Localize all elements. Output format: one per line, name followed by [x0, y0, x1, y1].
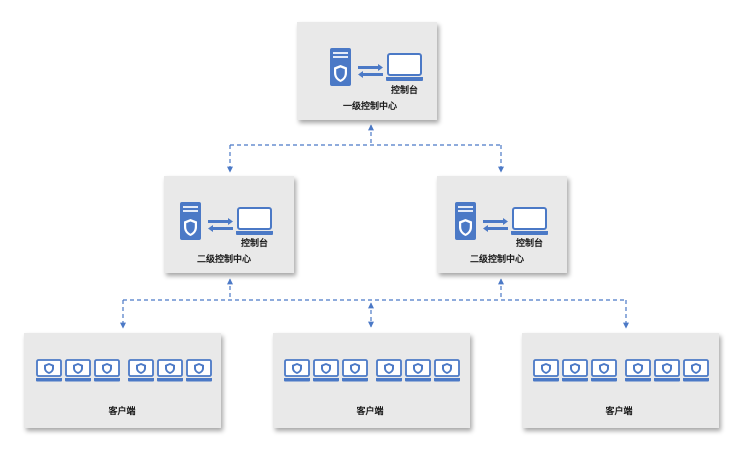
laptop-shield-icon [65, 359, 91, 382]
client-group-left: 客户端 [24, 333, 221, 428]
level2-control-center-right: 控制台 二级控制中心 [437, 176, 567, 273]
laptop-shield-icon [342, 359, 368, 382]
server-shield-icon [330, 48, 351, 86]
console-label: 控制台 [241, 237, 268, 249]
laptop-icon [511, 207, 548, 235]
client-group-middle: 客户端 [273, 333, 470, 428]
laptop-shield-icon [654, 359, 680, 382]
bidirectional-arrows-icon [483, 218, 508, 232]
level2-label: 二级控制中心 [470, 253, 524, 265]
client-devices [533, 359, 709, 382]
laptop-shield-icon [36, 359, 62, 382]
level2-label: 二级控制中心 [197, 253, 251, 265]
laptop-shield-icon [157, 359, 183, 382]
laptop-shield-icon [591, 359, 617, 382]
server-shield-icon [455, 202, 476, 240]
connectors [120, 124, 629, 329]
laptop-shield-icon [313, 359, 339, 382]
client-label: 客户端 [604, 405, 632, 417]
laptop-shield-icon [94, 359, 120, 382]
client-devices [36, 359, 212, 382]
laptop-shield-icon [376, 359, 402, 382]
level1-label: 一级控制中心 [343, 100, 397, 112]
bidirectional-arrows-icon [208, 218, 233, 232]
laptop-shield-icon [562, 359, 588, 382]
client-label: 客户端 [107, 405, 135, 417]
client-group-right: 客户端 [522, 333, 719, 428]
laptop-shield-icon [405, 359, 431, 382]
level1-control-center: 控制台 一级控制中心 [297, 22, 437, 120]
bidirectional-arrows-icon [358, 64, 383, 78]
laptop-shield-icon [284, 359, 310, 382]
laptop-shield-icon [128, 359, 154, 382]
laptop-icon [236, 207, 273, 235]
client-devices [284, 359, 460, 382]
laptop-icon [386, 53, 423, 81]
laptop-shield-icon [625, 359, 651, 382]
server-shield-icon [180, 202, 201, 240]
laptop-shield-icon [533, 359, 559, 382]
laptop-shield-icon [434, 359, 460, 382]
laptop-shield-icon [683, 359, 709, 382]
client-label: 客户端 [355, 405, 383, 417]
level2-control-center-left: 控制台 二级控制中心 [164, 176, 294, 273]
laptop-shield-icon [186, 359, 212, 382]
console-label: 控制台 [516, 237, 543, 249]
console-label: 控制台 [391, 84, 418, 96]
